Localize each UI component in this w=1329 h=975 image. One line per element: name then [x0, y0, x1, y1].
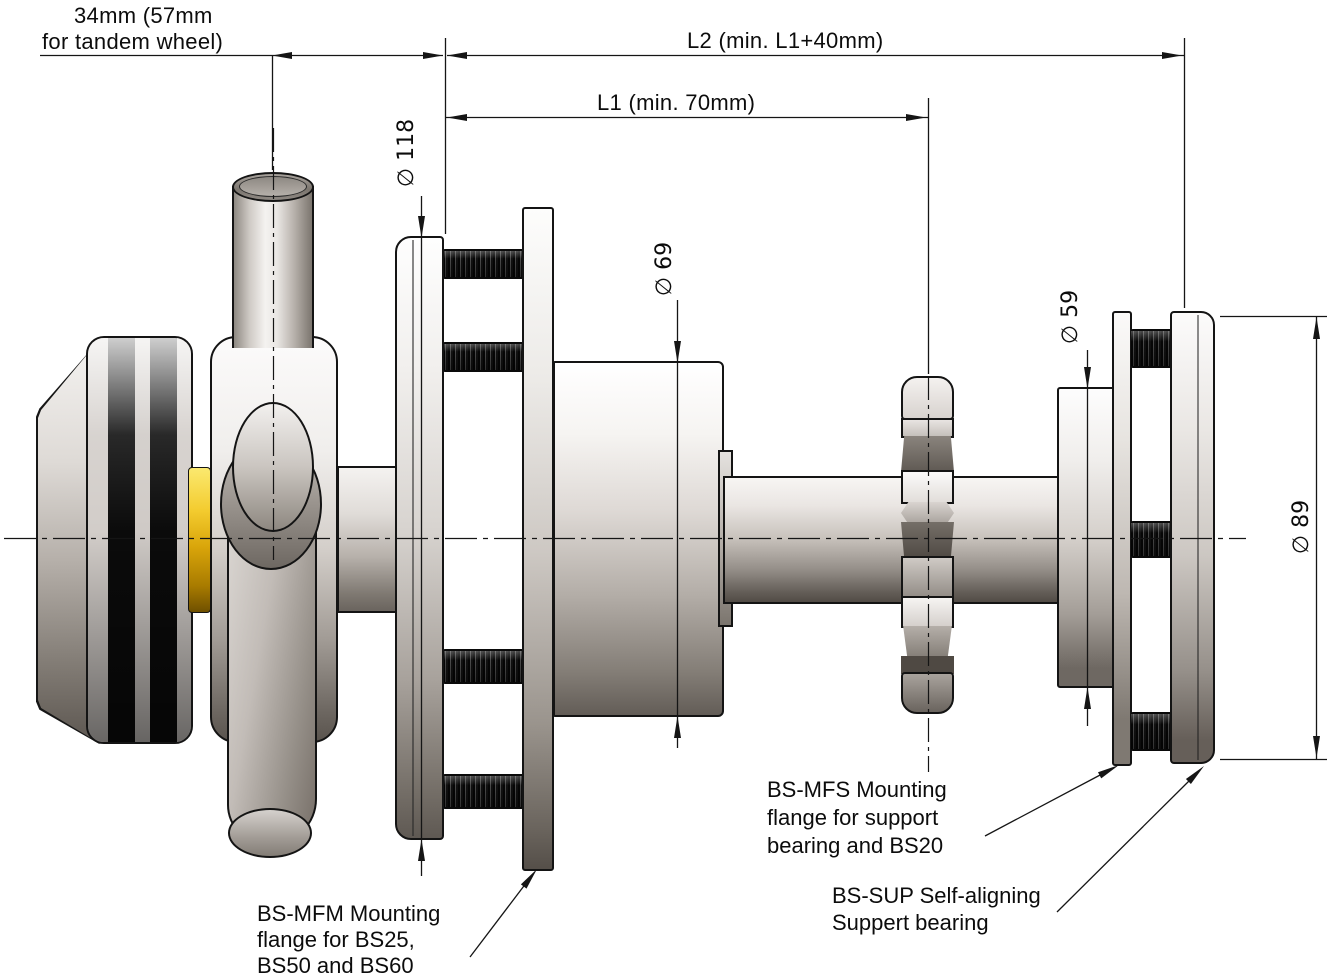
dim-l1-label: L1 (min. 70mm)	[597, 90, 756, 115]
chain-sprocket	[901, 376, 954, 714]
bs-sup-annotation: BS-SUP Self-aligning Suppert bearing	[832, 882, 1041, 936]
dia59-label: ∅ 59	[1058, 289, 1083, 345]
stud-thread-upper	[443, 342, 524, 372]
bs-mfm-line1: BS-MFM Mounting	[257, 901, 441, 926]
bs-sup-line2: Suppert bearing	[832, 910, 989, 935]
support-stud-top	[1131, 329, 1173, 368]
bs-mfm-annotation: BS-MFM Mounting flange for BS25, BS50 an…	[257, 901, 440, 975]
hub-seal-rings	[86, 336, 193, 744]
dim-l2-label: L2 (min. L1+40mm)	[687, 28, 884, 53]
leader-bs-mfs	[984, 773, 1103, 837]
bs-mfs-line2: flange for support	[767, 805, 939, 830]
bs-mfs-line1: BS-MFS Mounting	[767, 777, 947, 802]
bs-mfs-annotation: BS-MFS Mounting flange for support beari…	[767, 776, 947, 860]
shaft-thread-end	[1131, 521, 1173, 558]
stud-thread-lower	[443, 649, 524, 684]
dia118-label: ∅ 118	[394, 118, 419, 188]
stud-thread-bottom	[443, 774, 524, 809]
bs-sup-bearing-plates	[1170, 311, 1215, 764]
dia89-label: ∅ 89	[1289, 499, 1314, 555]
bs-sup-line1: BS-SUP Self-aligning	[832, 883, 1041, 908]
dia69-label: ∅ 69	[652, 241, 677, 297]
support-stud-bottom	[1131, 712, 1173, 751]
bs-mfm-line2: flange for BS25,	[257, 927, 415, 952]
offset-note-line2: for tandem wheel)	[42, 29, 224, 54]
leader-bs-mfm	[469, 873, 534, 958]
bs-mfs-line3: bearing and BS20	[767, 833, 944, 858]
bs-mfm-line3: BS50 and BS60	[257, 953, 414, 975]
offset-note-line1: 34mm (57mm	[74, 3, 213, 28]
wheel-shaft-end-cap	[228, 808, 312, 858]
leader-bs-sup	[1056, 779, 1191, 913]
stud-thread-top	[443, 249, 524, 279]
